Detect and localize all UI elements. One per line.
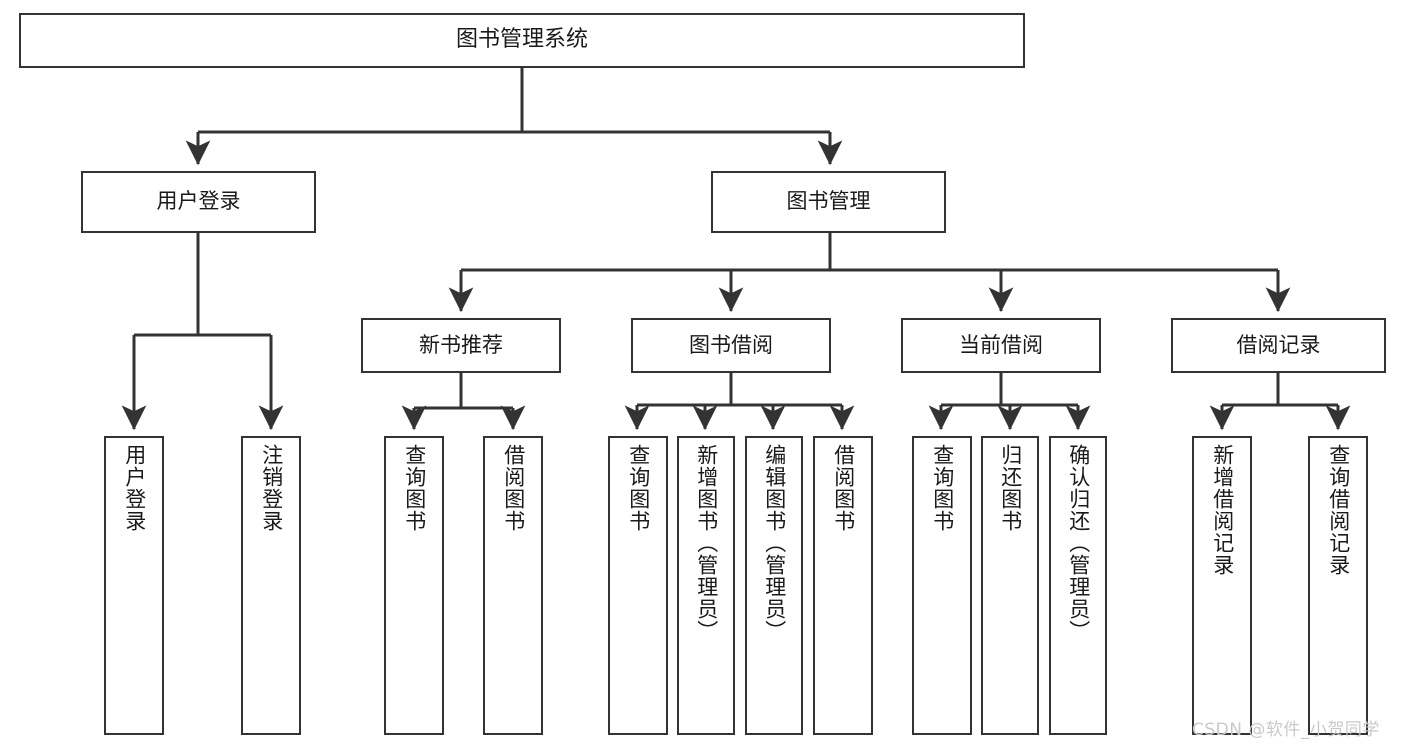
- node-book-borrow[interactable]: 图书借阅: [631, 318, 831, 373]
- node-user-login[interactable]: 用户登录: [81, 171, 316, 233]
- node-current-borrow-label: 当前借阅: [959, 332, 1043, 357]
- leaf-user-login[interactable]: 用户登录: [104, 436, 164, 735]
- leaf-record-query[interactable]: 查询借阅记录: [1308, 436, 1368, 735]
- leaf-record-query-label: 查询借阅记录: [1326, 444, 1351, 576]
- leaf-borrow-borrow-book[interactable]: 借阅图书: [813, 436, 873, 735]
- leaf-borrow-edit-book-label: 编辑图书（管理员）: [762, 444, 787, 642]
- leaf-record-add[interactable]: 新增借阅记录: [1192, 436, 1252, 735]
- leaf-current-query-book[interactable]: 查询图书: [912, 436, 972, 735]
- node-user-login-label: 用户登录: [156, 189, 241, 214]
- node-book-manage-label: 图书管理: [786, 189, 871, 214]
- node-borrow-record-label: 借阅记录: [1236, 332, 1321, 357]
- leaf-recommend-query-book-label: 查询图书: [402, 444, 427, 532]
- node-root-label: 图书管理系统: [455, 27, 588, 53]
- leaf-borrow-borrow-book-label: 借阅图书: [831, 444, 856, 532]
- leaf-user-logout[interactable]: 注销登录: [241, 436, 301, 735]
- leaf-record-add-label: 新增借阅记录: [1210, 444, 1235, 576]
- node-new-book-recommend[interactable]: 新书推荐: [361, 318, 561, 373]
- node-book-manage[interactable]: 图书管理: [711, 171, 946, 233]
- node-current-borrow[interactable]: 当前借阅: [901, 318, 1101, 373]
- leaf-borrow-edit-book[interactable]: 编辑图书（管理员）: [745, 436, 803, 735]
- leaf-current-return-book[interactable]: 归还图书: [981, 436, 1039, 735]
- leaf-user-login-label: 用户登录: [122, 444, 147, 532]
- leaf-borrow-query-book[interactable]: 查询图书: [608, 436, 668, 735]
- leaf-borrow-add-book[interactable]: 新增图书（管理员）: [677, 436, 735, 735]
- leaf-current-query-book-label: 查询图书: [930, 444, 955, 532]
- node-book-borrow-label: 图书借阅: [689, 332, 773, 357]
- leaf-borrow-query-book-label: 查询图书: [626, 444, 651, 532]
- leaf-current-confirm-return-label: 确认归还（管理员）: [1066, 444, 1091, 642]
- leaf-recommend-borrow-book[interactable]: 借阅图书: [483, 436, 543, 735]
- leaf-user-logout-label: 注销登录: [259, 444, 284, 532]
- leaf-current-confirm-return[interactable]: 确认归还（管理员）: [1049, 436, 1107, 735]
- leaf-recommend-borrow-book-label: 借阅图书: [501, 444, 526, 532]
- csdn-watermark: CSDN @软件_小贺同学: [1192, 720, 1380, 740]
- node-root[interactable]: 图书管理系统: [19, 13, 1025, 68]
- node-borrow-record[interactable]: 借阅记录: [1171, 318, 1386, 373]
- leaf-borrow-add-book-label: 新增图书（管理员）: [694, 444, 719, 642]
- leaf-recommend-query-book[interactable]: 查询图书: [384, 436, 444, 735]
- leaf-current-return-book-label: 归还图书: [998, 444, 1023, 532]
- node-new-book-recommend-label: 新书推荐: [419, 332, 503, 357]
